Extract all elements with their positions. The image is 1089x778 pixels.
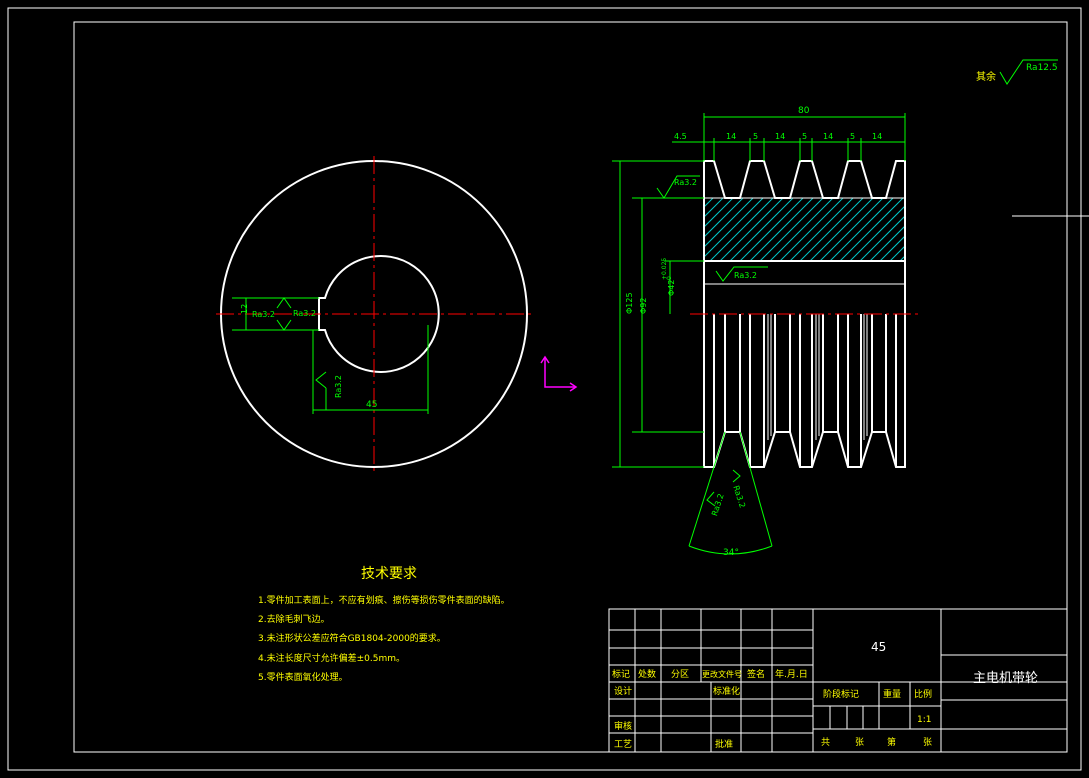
tech-title: 技术要求 xyxy=(361,566,417,582)
roughness-sym-bottom xyxy=(315,371,327,389)
groove-vertical-lines xyxy=(713,314,897,467)
groove-roughness-sym-b xyxy=(732,469,741,483)
segment-label-1: 14 xyxy=(726,132,736,141)
title-block: 45 主电机带轮 标记 处数 分区 更改文件号 签名 年.月.日 设计 标准化 … xyxy=(608,608,1068,753)
part-name: 主电机带轮 xyxy=(973,671,1038,686)
segment-label-3: 14 xyxy=(775,132,785,141)
tech-item-5: 5.零件表面氧化处理。 xyxy=(258,671,348,683)
roughness-bore-label: Ra3.2 xyxy=(734,271,757,280)
hdr-col-5: 年.月.日 xyxy=(775,668,808,680)
segment-ticks xyxy=(713,138,862,161)
segment-label-0: 4.5 xyxy=(674,132,687,141)
review-label: 审核 xyxy=(614,720,632,732)
roughness-sym-bore xyxy=(715,266,768,282)
scale-value: 1:1 xyxy=(917,715,931,725)
dim-45-label: 45 xyxy=(366,400,377,410)
hdr-col-0: 标记 xyxy=(612,668,630,680)
groove-roughness-sym-a xyxy=(706,491,716,507)
bottom-roughness-label: Ra3.2 xyxy=(334,375,343,398)
material-label: 45 xyxy=(871,640,886,654)
dia-mid-label: Φ92 xyxy=(639,298,648,314)
segment-label-6: 5 xyxy=(850,132,855,141)
angle-line-right xyxy=(739,431,773,547)
bore-tol-lower: 0 xyxy=(666,276,673,280)
standardize-label: 标准化 xyxy=(713,685,740,697)
hdr-col-2: 分区 xyxy=(671,669,689,680)
roughness-sym-left-b xyxy=(276,319,292,331)
angle-line-left xyxy=(688,431,726,547)
groove-roughness-a: Ra3.2 xyxy=(710,492,726,517)
segment-label-4: 5 xyxy=(802,132,807,141)
lower-groove-profile xyxy=(703,261,906,468)
design-label: 设计 xyxy=(614,685,632,697)
tech-item-3: 3.未注形状公差应符合GB1804-2000的要求。 xyxy=(258,632,446,644)
section-hatch xyxy=(704,198,905,261)
scale-label: 比例 xyxy=(914,688,932,700)
process-label: 工艺 xyxy=(614,739,632,750)
segment-label-2: 5 xyxy=(753,132,758,141)
roughness-sym-top xyxy=(656,175,700,199)
approve-label: 批准 xyxy=(715,738,733,750)
ucs-icon xyxy=(540,355,578,392)
bore-with-keyway xyxy=(318,255,440,373)
sheet2-label: 张 xyxy=(923,737,932,748)
dim-80-label: 80 xyxy=(798,106,810,116)
dia-bore-label: Φ42 xyxy=(667,280,676,296)
tech-requirements: 技术要求 1.零件加工表面上，不应有划痕、擦伤等损伤零件表面的缺陷。 2.去除毛… xyxy=(258,566,510,683)
keyway-roughness-right: Ra3.2 xyxy=(293,309,316,318)
outer-frame xyxy=(7,7,1082,771)
hdr-col-4: 签名 xyxy=(747,668,765,680)
groove-angle-label: 34° xyxy=(723,548,739,558)
front-view: 12 Ra3.2 Ra3.2 45 Ra3.2 xyxy=(216,156,532,472)
angle-arc xyxy=(688,545,773,555)
inner-frame xyxy=(73,21,1068,753)
general-roughness-note: 其余 Ra12.5 xyxy=(976,59,1058,85)
stage-mark-label: 阶段标记 xyxy=(823,688,859,700)
tech-item-1: 1.零件加工表面上，不应有划痕、擦伤等损伤零件表面的缺陷。 xyxy=(258,594,510,606)
keyway-width-label: 12 xyxy=(240,304,249,314)
tech-item-2: 2.去除毛刺飞边。 xyxy=(258,613,330,625)
dia-outer-label: Φ125 xyxy=(625,292,634,314)
roughness-sym-left xyxy=(276,297,292,309)
roughness-symbol xyxy=(999,59,1058,85)
total-label: 共 xyxy=(821,737,830,748)
sheet-label: 张 xyxy=(855,737,864,748)
keyway-roughness-left: Ra3.2 xyxy=(252,310,275,319)
weight-label: 重量 xyxy=(883,688,901,700)
tech-item-4: 4.未注长度尺寸允许偏差±0.5mm。 xyxy=(258,652,405,664)
hdr-col-1: 处数 xyxy=(638,668,656,680)
roughness-top-label: Ra3.2 xyxy=(674,178,697,187)
general-roughness-value: Ra12.5 xyxy=(1026,63,1058,73)
segment-label-5: 14 xyxy=(823,132,833,141)
groove-roughness-b: Ra3.2 xyxy=(731,484,747,509)
hdr-col-3: 更改文件号 xyxy=(702,669,742,679)
segment-label-7: 14 xyxy=(872,132,882,141)
general-roughness-prefix: 其余 xyxy=(976,70,996,83)
side-view: 80 4.5 14 5 14 5 14 5 14 Ra3.2 Ra3.2 Φ1 xyxy=(612,106,918,558)
bore-tol-upper: +0.025 xyxy=(661,258,668,280)
page-label: 第 xyxy=(887,736,896,748)
